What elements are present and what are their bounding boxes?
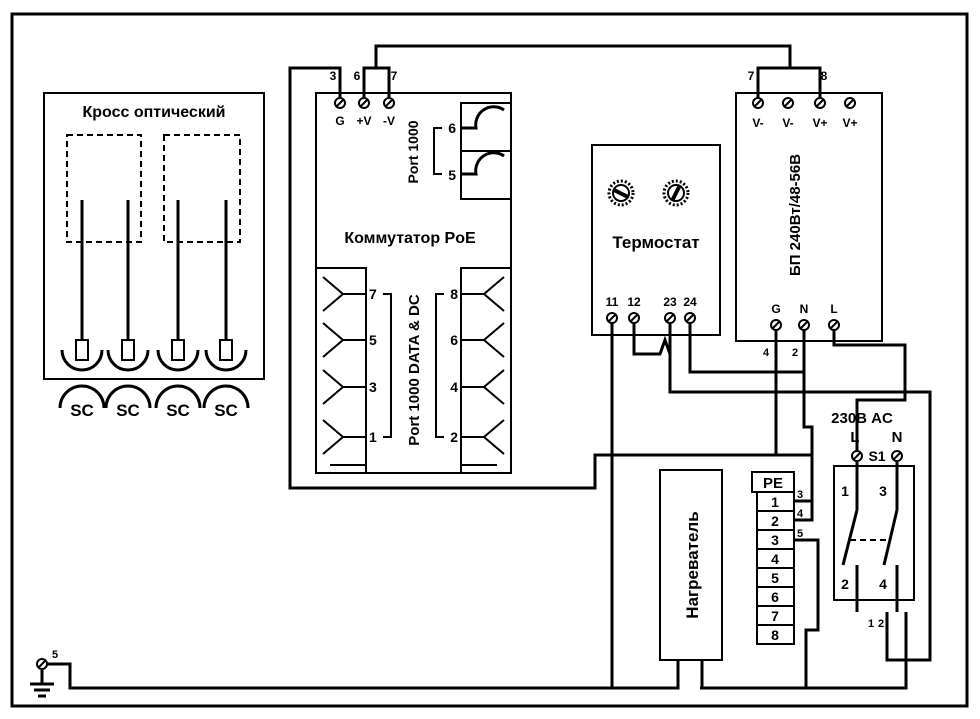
wire-number: 5 — [797, 528, 803, 540]
terminal-number: 5 — [771, 570, 779, 586]
sc-connector-label: SC — [70, 401, 94, 420]
switch-terminal-pv: +V — [356, 114, 371, 128]
poe-port-num: 6 — [450, 332, 458, 348]
psu-out-terminal: V- — [752, 116, 763, 130]
optical-cross-title: Кросс оптический — [82, 104, 225, 121]
poe-port-num: 2 — [450, 429, 458, 445]
terminal-number: 1 — [771, 494, 779, 510]
poe-port-num: 5 — [369, 332, 377, 348]
psu-in-terminal: N — [800, 302, 809, 316]
optical-cross: Кросс оптический SC SC SC SC — [43, 92, 265, 420]
poe-port-num: 3 — [369, 379, 377, 395]
switch-contact: 3 — [879, 483, 887, 499]
switch-s1: 230В AC L N S1 1 3 2 4 1 2 — [831, 410, 915, 630]
terminal-number: 6 — [771, 589, 779, 605]
wire-number: 4 — [763, 347, 770, 359]
wire-number: 7 — [748, 69, 755, 83]
heater-title: Нагреватель — [683, 511, 702, 618]
switch-name: S1 — [868, 448, 885, 464]
dial-icon — [607, 179, 635, 207]
thermostat-terminal: 24 — [683, 295, 697, 309]
terminal-block: PE 1 2 3 4 5 6 7 8 3 4 5 — [751, 471, 804, 645]
terminal-block-header: PE — [763, 475, 783, 492]
neutral-label: N — [892, 429, 903, 446]
wire-number: 7 — [391, 69, 398, 83]
wire-number: 1 — [868, 618, 874, 630]
terminal-number: 7 — [771, 608, 779, 624]
wiring — [47, 44, 932, 690]
terminal-number: 3 — [771, 532, 779, 548]
psu-in-terminal: L — [830, 302, 837, 316]
thermostat-terminal: 11 — [606, 295, 619, 309]
switch-terminal-nv: -V — [383, 114, 395, 128]
poe-port-num: 7 — [369, 286, 377, 302]
wire-number: 3 — [330, 69, 337, 83]
terminal-number: 4 — [771, 551, 779, 567]
psu-title: БП 240Вт/48-56В — [787, 154, 804, 276]
poe-port-num: 8 — [450, 286, 458, 302]
switch-title: Коммутатор PoE — [344, 230, 476, 247]
wire-number: 2 — [878, 618, 884, 630]
poe-port-num: 4 — [450, 379, 458, 395]
terminal-number: 8 — [771, 627, 779, 643]
thermostat: Термостат 11 12 23 24 — [591, 144, 721, 336]
ground-icon: 5 — [30, 649, 58, 698]
wire-number: 2 — [792, 347, 798, 359]
power-supply: V- V- V+ V+ 7 8 БП 240Вт/48-56В G N L 4 … — [735, 69, 883, 359]
uplink-port-num: 6 — [448, 120, 456, 136]
outer-frame — [10, 12, 969, 708]
thermostat-title: Термостат — [612, 233, 699, 252]
psu-out-terminal: V+ — [842, 116, 857, 130]
heater: Нагреватель — [659, 469, 723, 661]
switch-contact: 1 — [841, 483, 849, 499]
uplink-label: Port 1000 — [405, 120, 421, 183]
wire-number: 5 — [52, 649, 58, 661]
uplink-port-num: 5 — [448, 167, 456, 183]
switch-terminal-g: G — [335, 114, 344, 128]
poe-port-num: 1 — [369, 429, 377, 445]
wire-number: 8 — [821, 69, 828, 83]
psu-out-terminal: V- — [782, 116, 793, 130]
sc-connector-label: SC — [166, 401, 190, 420]
sc-connector-label: SC — [116, 401, 140, 420]
wire-number: 6 — [354, 69, 361, 83]
psu-out-terminal: V+ — [812, 116, 827, 130]
thermostat-terminal: 12 — [627, 295, 641, 309]
wire-number: 3 — [797, 489, 803, 501]
poe-label: Port 1000 DATA & DC — [406, 294, 423, 446]
sc-connector-label: SC — [214, 401, 238, 420]
psu-in-terminal: G — [771, 302, 780, 316]
switch-contact: 2 — [841, 576, 849, 592]
poe-switch: G +V -V 3 6 7 6 5 Port 1000 Коммутатор P… — [315, 69, 512, 474]
terminal-number: 2 — [771, 513, 779, 529]
thermostat-terminal: 23 — [663, 295, 677, 309]
wire-number: 4 — [797, 508, 804, 520]
supply-label: 230В AC — [831, 410, 893, 427]
line-label: L — [850, 429, 859, 446]
switch-contact: 4 — [879, 576, 887, 592]
dial-icon — [662, 179, 690, 207]
